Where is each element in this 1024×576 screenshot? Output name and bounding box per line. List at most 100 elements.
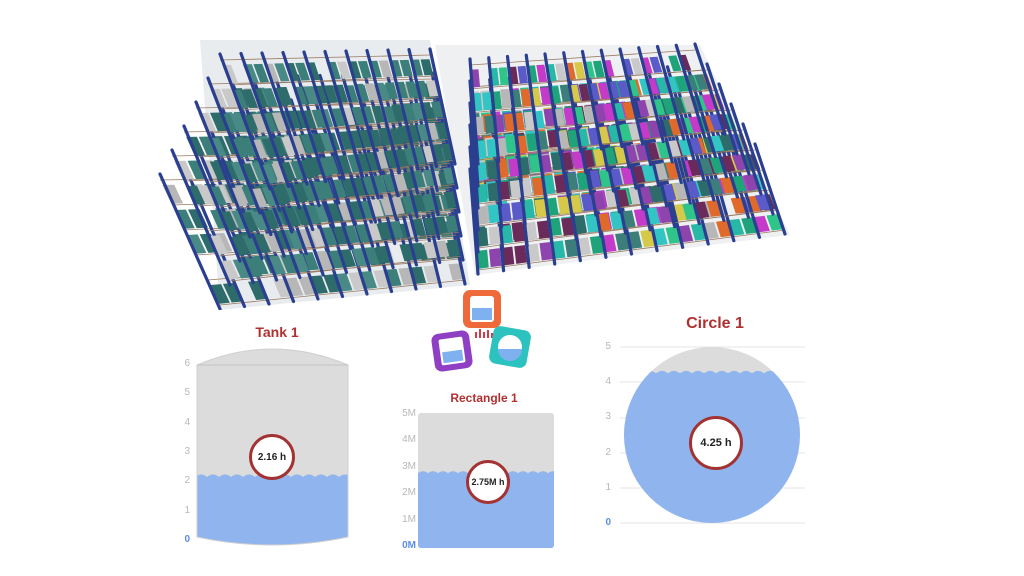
left-rack-box[interactable]: [422, 145, 435, 163]
left-rack-box[interactable]: [232, 258, 252, 279]
right-rack-box[interactable]: [627, 231, 643, 249]
right-rack-box[interactable]: [476, 161, 488, 181]
left-rack-box[interactable]: [348, 201, 363, 220]
left-rack-box[interactable]: [186, 234, 207, 254]
right-rack-box[interactable]: [720, 176, 736, 194]
left-rack-box[interactable]: [372, 174, 387, 193]
left-rack-box[interactable]: [342, 178, 357, 197]
right-rack-box[interactable]: [512, 223, 526, 243]
left-rack-box[interactable]: [280, 254, 298, 274]
left-rack-box[interactable]: [312, 181, 328, 201]
right-rack-box[interactable]: [655, 77, 669, 94]
left-rack-box[interactable]: [366, 222, 382, 241]
left-rack-box[interactable]: [371, 105, 385, 123]
right-rack-box[interactable]: [520, 88, 532, 107]
left-rack-box[interactable]: [377, 221, 393, 240]
left-rack-box[interactable]: [375, 245, 392, 264]
left-rack-box[interactable]: [360, 270, 378, 289]
right-rack-box[interactable]: [539, 241, 553, 261]
left-rack-box[interactable]: [384, 149, 398, 168]
left-rack-box[interactable]: [310, 133, 325, 153]
left-rack-box[interactable]: [294, 206, 311, 226]
right-rack-box[interactable]: [486, 138, 497, 158]
left-rack-box[interactable]: [391, 104, 405, 122]
right-rack-box[interactable]: [602, 234, 617, 253]
right-rack-box[interactable]: [526, 133, 538, 152]
left-rack-box[interactable]: [358, 129, 373, 148]
right-rack-box[interactable]: [505, 135, 517, 154]
left-rack-box[interactable]: [351, 248, 368, 267]
right-rack-box[interactable]: [617, 80, 630, 98]
right-rack-box[interactable]: [671, 97, 686, 114]
right-rack-box[interactable]: [630, 58, 644, 75]
left-rack-box[interactable]: [380, 197, 395, 216]
left-rack-box[interactable]: [242, 114, 258, 134]
right-rack-box[interactable]: [499, 203, 512, 222]
left-rack-box[interactable]: [385, 82, 399, 100]
left-rack-box[interactable]: [341, 107, 356, 126]
left-rack-box[interactable]: [316, 251, 333, 270]
left-rack-box[interactable]: [351, 106, 366, 125]
right-rack-box[interactable]: [557, 196, 571, 215]
left-rack-box[interactable]: [290, 160, 306, 181]
left-rack-box[interactable]: [284, 207, 301, 227]
right-rack-box[interactable]: [536, 64, 548, 83]
left-rack-box[interactable]: [210, 112, 228, 132]
left-rack-box[interactable]: [209, 235, 229, 255]
left-rack-box[interactable]: [397, 125, 411, 144]
left-rack-box[interactable]: [389, 220, 404, 239]
right-rack-box[interactable]: [592, 60, 605, 78]
right-rack-box[interactable]: [648, 120, 662, 138]
right-rack-box[interactable]: [597, 82, 610, 100]
left-rack-box[interactable]: [187, 160, 208, 180]
right-rack-box[interactable]: [593, 148, 606, 167]
right-rack-box[interactable]: [578, 83, 591, 102]
left-rack-box[interactable]: [344, 225, 360, 244]
left-rack-box[interactable]: [331, 108, 346, 127]
left-rack-box[interactable]: [356, 153, 370, 172]
left-rack-box[interactable]: [271, 112, 288, 132]
left-rack-box[interactable]: [268, 255, 287, 275]
left-rack-box[interactable]: [339, 249, 357, 268]
left-rack-box[interactable]: [351, 177, 367, 196]
left-rack-box[interactable]: [448, 263, 463, 281]
left-rack-box[interactable]: [447, 239, 462, 257]
left-rack-box[interactable]: [337, 202, 353, 221]
right-rack-box[interactable]: [701, 94, 716, 111]
left-rack-box[interactable]: [290, 135, 306, 155]
left-rack-box[interactable]: [332, 226, 349, 245]
left-rack-box[interactable]: [359, 200, 375, 219]
right-rack-box[interactable]: [482, 91, 493, 111]
right-rack-box[interactable]: [543, 176, 556, 195]
left-rack-box[interactable]: [271, 185, 288, 206]
right-rack-box[interactable]: [539, 87, 552, 105]
left-rack-box[interactable]: [382, 173, 397, 192]
right-rack-box[interactable]: [668, 55, 682, 72]
left-rack-box[interactable]: [291, 183, 308, 203]
left-rack-box[interactable]: [301, 252, 320, 271]
left-rack-box[interactable]: [280, 161, 296, 182]
left-rack-box[interactable]: [412, 194, 426, 212]
right-rack-box[interactable]: [555, 63, 567, 81]
right-rack-box[interactable]: [488, 204, 500, 224]
right-rack-box[interactable]: [476, 227, 489, 247]
left-rack-box[interactable]: [230, 138, 248, 158]
right-rack-box[interactable]: [574, 61, 586, 80]
left-rack-box[interactable]: [368, 129, 383, 147]
left-rack-box[interactable]: [230, 187, 248, 207]
right-rack-box[interactable]: [708, 114, 724, 131]
left-rack-box[interactable]: [407, 125, 420, 143]
right-rack-box[interactable]: [709, 135, 725, 152]
right-rack-box[interactable]: [731, 175, 748, 192]
left-rack-box[interactable]: [364, 83, 379, 101]
left-rack-box[interactable]: [241, 163, 258, 183]
left-rack-box[interactable]: [401, 103, 414, 121]
left-rack-box[interactable]: [252, 139, 268, 159]
left-rack-box[interactable]: [412, 170, 426, 188]
right-rack-box[interactable]: [489, 248, 502, 268]
left-rack-box[interactable]: [361, 106, 375, 124]
left-rack-box[interactable]: [390, 196, 405, 215]
left-rack-box[interactable]: [405, 81, 419, 98]
right-rack-box[interactable]: [534, 198, 547, 218]
left-rack-box[interactable]: [292, 253, 310, 273]
